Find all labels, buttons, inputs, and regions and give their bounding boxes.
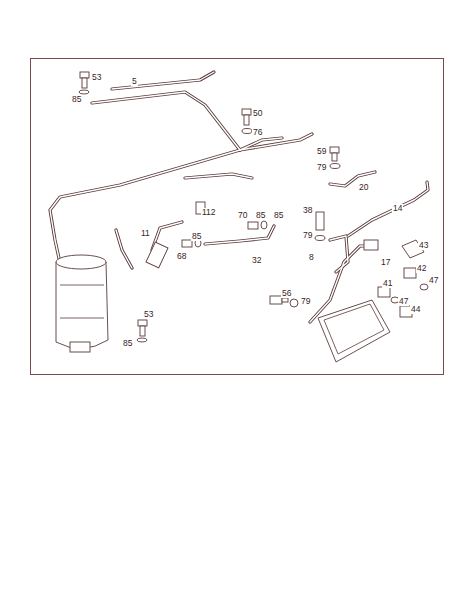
callout-number: 20 bbox=[358, 183, 369, 192]
tube-core bbox=[348, 182, 428, 236]
callout-number: 41 bbox=[382, 279, 393, 288]
callout-number: 79 bbox=[302, 231, 313, 240]
callout-number: 85 bbox=[191, 232, 202, 241]
callout-number: 85 bbox=[122, 339, 133, 348]
callout-number: 38 bbox=[302, 206, 313, 215]
tube-core bbox=[92, 92, 312, 150]
callout-number: 32 bbox=[251, 256, 262, 265]
callout-number: 85 bbox=[273, 211, 284, 220]
callout-number: 79 bbox=[316, 163, 327, 172]
callout-number: 53 bbox=[91, 73, 102, 82]
callout-number: 17 bbox=[380, 258, 391, 267]
callout-number: 43 bbox=[418, 241, 429, 250]
callout-number: 50 bbox=[252, 109, 263, 118]
callout-number: 8 bbox=[308, 253, 315, 262]
callout-number: 59 bbox=[316, 147, 327, 156]
callout-number: 44 bbox=[410, 305, 421, 314]
bolts-washers bbox=[79, 72, 340, 342]
fuel-filter bbox=[56, 255, 108, 352]
tube-core bbox=[50, 150, 240, 272]
callout-number: 68 bbox=[176, 252, 187, 261]
callout-number: 47 bbox=[398, 297, 409, 306]
control-unit bbox=[318, 300, 390, 362]
callout-number: 53 bbox=[143, 310, 154, 319]
callout-number: 76 bbox=[252, 128, 263, 137]
callout-number: 70 bbox=[237, 211, 248, 220]
connectors-fittings bbox=[364, 240, 428, 317]
callout-number: 11 bbox=[140, 229, 151, 238]
tube-core bbox=[240, 138, 282, 150]
callout-number: 85 bbox=[255, 211, 266, 220]
callout-number: 14 bbox=[392, 204, 403, 213]
callout-number: 56 bbox=[281, 289, 292, 298]
callout-number: 85 bbox=[71, 95, 82, 104]
frame bbox=[31, 59, 444, 375]
tube-core bbox=[116, 230, 132, 268]
tube-core bbox=[112, 72, 214, 89]
tube-core bbox=[185, 174, 252, 178]
callout-number: 5 bbox=[131, 77, 138, 86]
callout-number: 79 bbox=[300, 297, 311, 306]
callout-number: 42 bbox=[416, 264, 427, 273]
callout-number: 112 bbox=[201, 208, 217, 217]
callout-number: 47 bbox=[428, 276, 439, 285]
tube-core bbox=[330, 236, 348, 272]
